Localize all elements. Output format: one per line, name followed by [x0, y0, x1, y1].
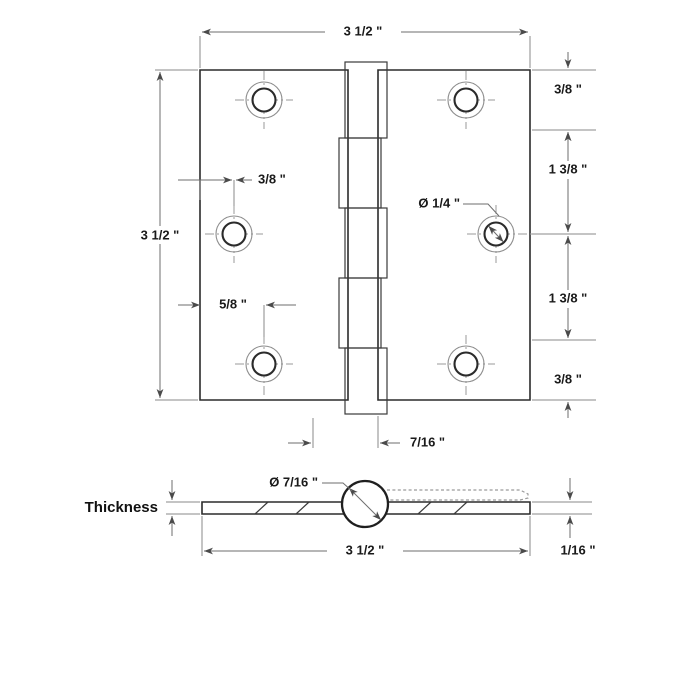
- label-thickness: Thickness: [85, 499, 158, 516]
- dim-hole-offset-lower: 5/8 ": [219, 296, 247, 311]
- right-leaf-break-2: [453, 501, 468, 515]
- dim-right-upper-spacing: 1 3/8 ": [549, 161, 588, 176]
- knuckle-segment-4: [338, 277, 382, 349]
- dim-leaf-thickness: 1/16 ": [560, 542, 595, 557]
- dim-hole-inset-horizontal: 3/8 ": [258, 171, 286, 186]
- barrel-diameter-leader: [322, 482, 353, 492]
- barrel-diameter-arrow: [348, 487, 382, 521]
- dim-right-lower-spacing: 1 3/8 ": [549, 290, 588, 305]
- screw-hole-bottom-left: [235, 335, 293, 395]
- dim-hole-diameter: Ø 1/4 ": [418, 195, 460, 210]
- dim-top-width: 3 1/2 ": [344, 23, 383, 38]
- left-leaf-outline: [199, 69, 349, 401]
- section-view-dimensions: Thickness 3 1/2 " 1/16 ": [85, 478, 596, 560]
- hole-diameter-leader: [463, 203, 500, 217]
- dim-knuckle-width: 7/16 ": [410, 434, 445, 449]
- hidden-leaf-outline: [387, 489, 529, 501]
- front-view-group: [199, 61, 540, 415]
- left-leaf-break-1: [254, 501, 269, 515]
- left-leaf-break-2: [295, 501, 310, 515]
- section-left-leaf: [201, 501, 349, 515]
- dim-right-top-edge: 3/8 ": [554, 81, 582, 96]
- screw-hole-top-right: [437, 71, 495, 129]
- knuckle-segment-5: [344, 347, 388, 415]
- dim-right-bottom-edge: 3/8 ": [554, 371, 582, 386]
- screw-hole-bottom-right: [437, 335, 495, 395]
- knuckle-segment-2: [338, 137, 382, 209]
- dim-section-width: 3 1/2 ": [346, 542, 385, 557]
- screw-hole-middle-right: [467, 205, 540, 263]
- right-leaf-outline: [377, 69, 531, 401]
- knuckle-column: [338, 61, 388, 415]
- knuckle-segment-1: [344, 61, 388, 139]
- right-leaf-break-1: [417, 501, 432, 515]
- section-view-group: Ø 7/16 ": [201, 474, 531, 529]
- dim-left-height: 3 1/2 ": [141, 227, 180, 242]
- front-view-dimensions: 3 1/2 " 3 1/2 " 3/8 " 5/8 " Ø 1/4 ": [131, 23, 596, 449]
- knuckle-segment-3: [344, 207, 388, 279]
- dim-barrel-diameter: Ø 7/16 ": [269, 474, 318, 489]
- screw-hole-middle-left: [205, 205, 263, 263]
- screw-hole-top-left: [235, 71, 293, 129]
